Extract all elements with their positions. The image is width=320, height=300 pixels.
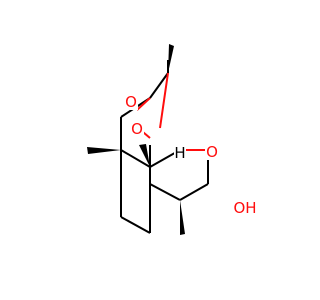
bond-c4-c5 [149, 72, 169, 99]
atom-o-bridge-2: O [131, 120, 143, 138]
atom-h-stereo: H [174, 144, 185, 162]
wedge-methyl-bottom [180, 200, 185, 235]
bond-c2-c3 [120, 149, 151, 168]
bond-c7-c8 [120, 216, 151, 234]
bond-o-bridge-1 [136, 97, 151, 111]
atom-o-ring-right: O [206, 143, 218, 161]
atom-hydroxyl: OH [233, 199, 256, 217]
bond-c10-c11 [179, 183, 209, 201]
atom-labels: O O O OH H [124, 93, 260, 217]
bond-c9-c10 [149, 183, 181, 201]
wedge-methyl-top [168, 44, 174, 73]
oxygen-bonds [136, 72, 208, 167]
atom-o-bridge-1: O [125, 93, 137, 111]
wedge-bonds [87, 44, 185, 235]
bond-o-ring-left [159, 72, 169, 129]
carbon-bonds [120, 60, 209, 234]
molecule-diagram: O O O OH H [87, 44, 260, 235]
wedge-stereo-center [139, 144, 150, 167]
wedge-methyl-left [87, 147, 121, 154]
